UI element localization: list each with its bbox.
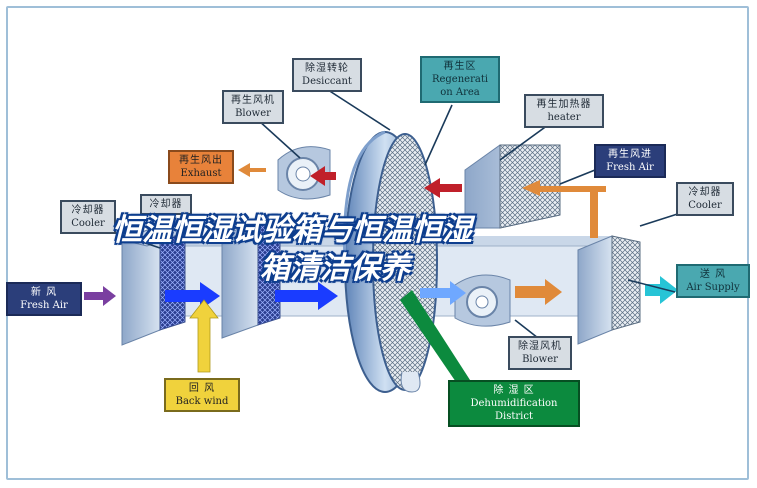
- air-supply-label-cn: 送 风: [699, 269, 727, 280]
- cooler-left-label: 冷却器 Cooler: [60, 200, 116, 234]
- heater-label-cn: 再生加热器: [536, 99, 592, 110]
- back-wind-label-cn: 回 风: [188, 383, 216, 394]
- dehum-district-label-cn: 除 湿 区: [493, 385, 535, 396]
- exhaust-arrows: [238, 163, 462, 198]
- heater-label-en: heater: [547, 112, 581, 123]
- diagram-frame: [6, 6, 749, 480]
- regen-area-label-cn: 再生区: [443, 61, 477, 72]
- blower-top-label-cn: 再生风机: [231, 95, 275, 106]
- fresh-air-label-en: Fresh Air: [20, 300, 68, 311]
- cooler-left-label-en: Cooler: [71, 218, 105, 229]
- regen-fresh-label: 再生风进 Fresh Air: [594, 144, 666, 178]
- cooler-left2-unit: [221, 221, 281, 339]
- dehum-district-label-en2: District: [495, 411, 533, 422]
- regen-area-label-en1: Regenerati: [431, 74, 489, 85]
- cooler-left2-label: 冷却器: [140, 194, 192, 215]
- regen-blower-unit: [277, 146, 331, 200]
- cooler-left2-label-cn: 冷却器: [149, 199, 183, 210]
- blower-top-label: 再生风机 Blower: [222, 90, 284, 124]
- overlay-title-line2: 箱清洁保养: [260, 251, 410, 286]
- dehum-district-label-en1: Dehumidification: [470, 398, 558, 409]
- desiccant-label: 除湿转轮 Desiccant: [292, 58, 362, 92]
- back-wind-arrow: [189, 299, 219, 373]
- desiccant-label-en: Desiccant: [302, 76, 352, 87]
- exhaust-label: 再生风出 Exhaust: [168, 150, 234, 184]
- exhaust-label-cn: 再生风出: [179, 155, 223, 166]
- dehum-pointer: [400, 290, 470, 385]
- dehum-district-label: 除 湿 区 Dehumidification District: [448, 380, 580, 427]
- regen-area-label: 再生区 Regenerati on Area: [420, 56, 500, 103]
- regen-fresh-label-cn: 再生风进: [608, 149, 652, 160]
- back-wind-label: 回 风 Back wind: [164, 378, 240, 412]
- overlay-title: 恒温恒湿试验箱与恒温恒湿 箱清洁保养: [112, 212, 652, 288]
- cooler-right-label: 冷却器 Cooler: [676, 182, 734, 216]
- overlay-title-line1: 恒温恒湿试验箱与恒温恒湿: [112, 213, 472, 248]
- cooler-right-unit: [577, 235, 641, 345]
- air-supply-pointer: [627, 279, 676, 293]
- fresh-air-label: 新 风 Fresh Air: [6, 282, 82, 316]
- air-supply-label: 送 风 Air Supply: [676, 264, 750, 298]
- exhaust-label-en: Exhaust: [180, 168, 222, 179]
- blower-bottom-label: 除湿风机 Blower: [508, 336, 572, 370]
- fresh-air-label-cn: 新 风: [30, 287, 58, 298]
- cooler-right-label-cn: 冷却器: [688, 187, 722, 198]
- fresh-air-arrow: [84, 286, 116, 306]
- cooler-right-label-en: Cooler: [688, 200, 722, 211]
- air-supply-arrow: [645, 276, 678, 304]
- blower-top-label-en: Blower: [235, 108, 271, 119]
- regen-fresh-label-en: Fresh Air: [606, 162, 654, 173]
- air-supply-label-en: Air Supply: [686, 282, 740, 293]
- cooler-left-label-cn: 冷却器: [71, 205, 105, 216]
- callout-lines: [106, 87, 691, 339]
- dehum-blower-unit: [454, 274, 511, 327]
- heater-label: 再生加热器 heater: [524, 94, 604, 128]
- desiccant-label-cn: 除湿转轮: [305, 63, 349, 74]
- blower-bottom-label-cn: 除湿风机: [518, 341, 562, 352]
- warm-air-arrows: [515, 180, 606, 305]
- back-wind-label-en: Back wind: [175, 396, 229, 407]
- regen-area-label-en2: on Area: [440, 87, 480, 98]
- blower-bottom-label-en: Blower: [522, 354, 558, 365]
